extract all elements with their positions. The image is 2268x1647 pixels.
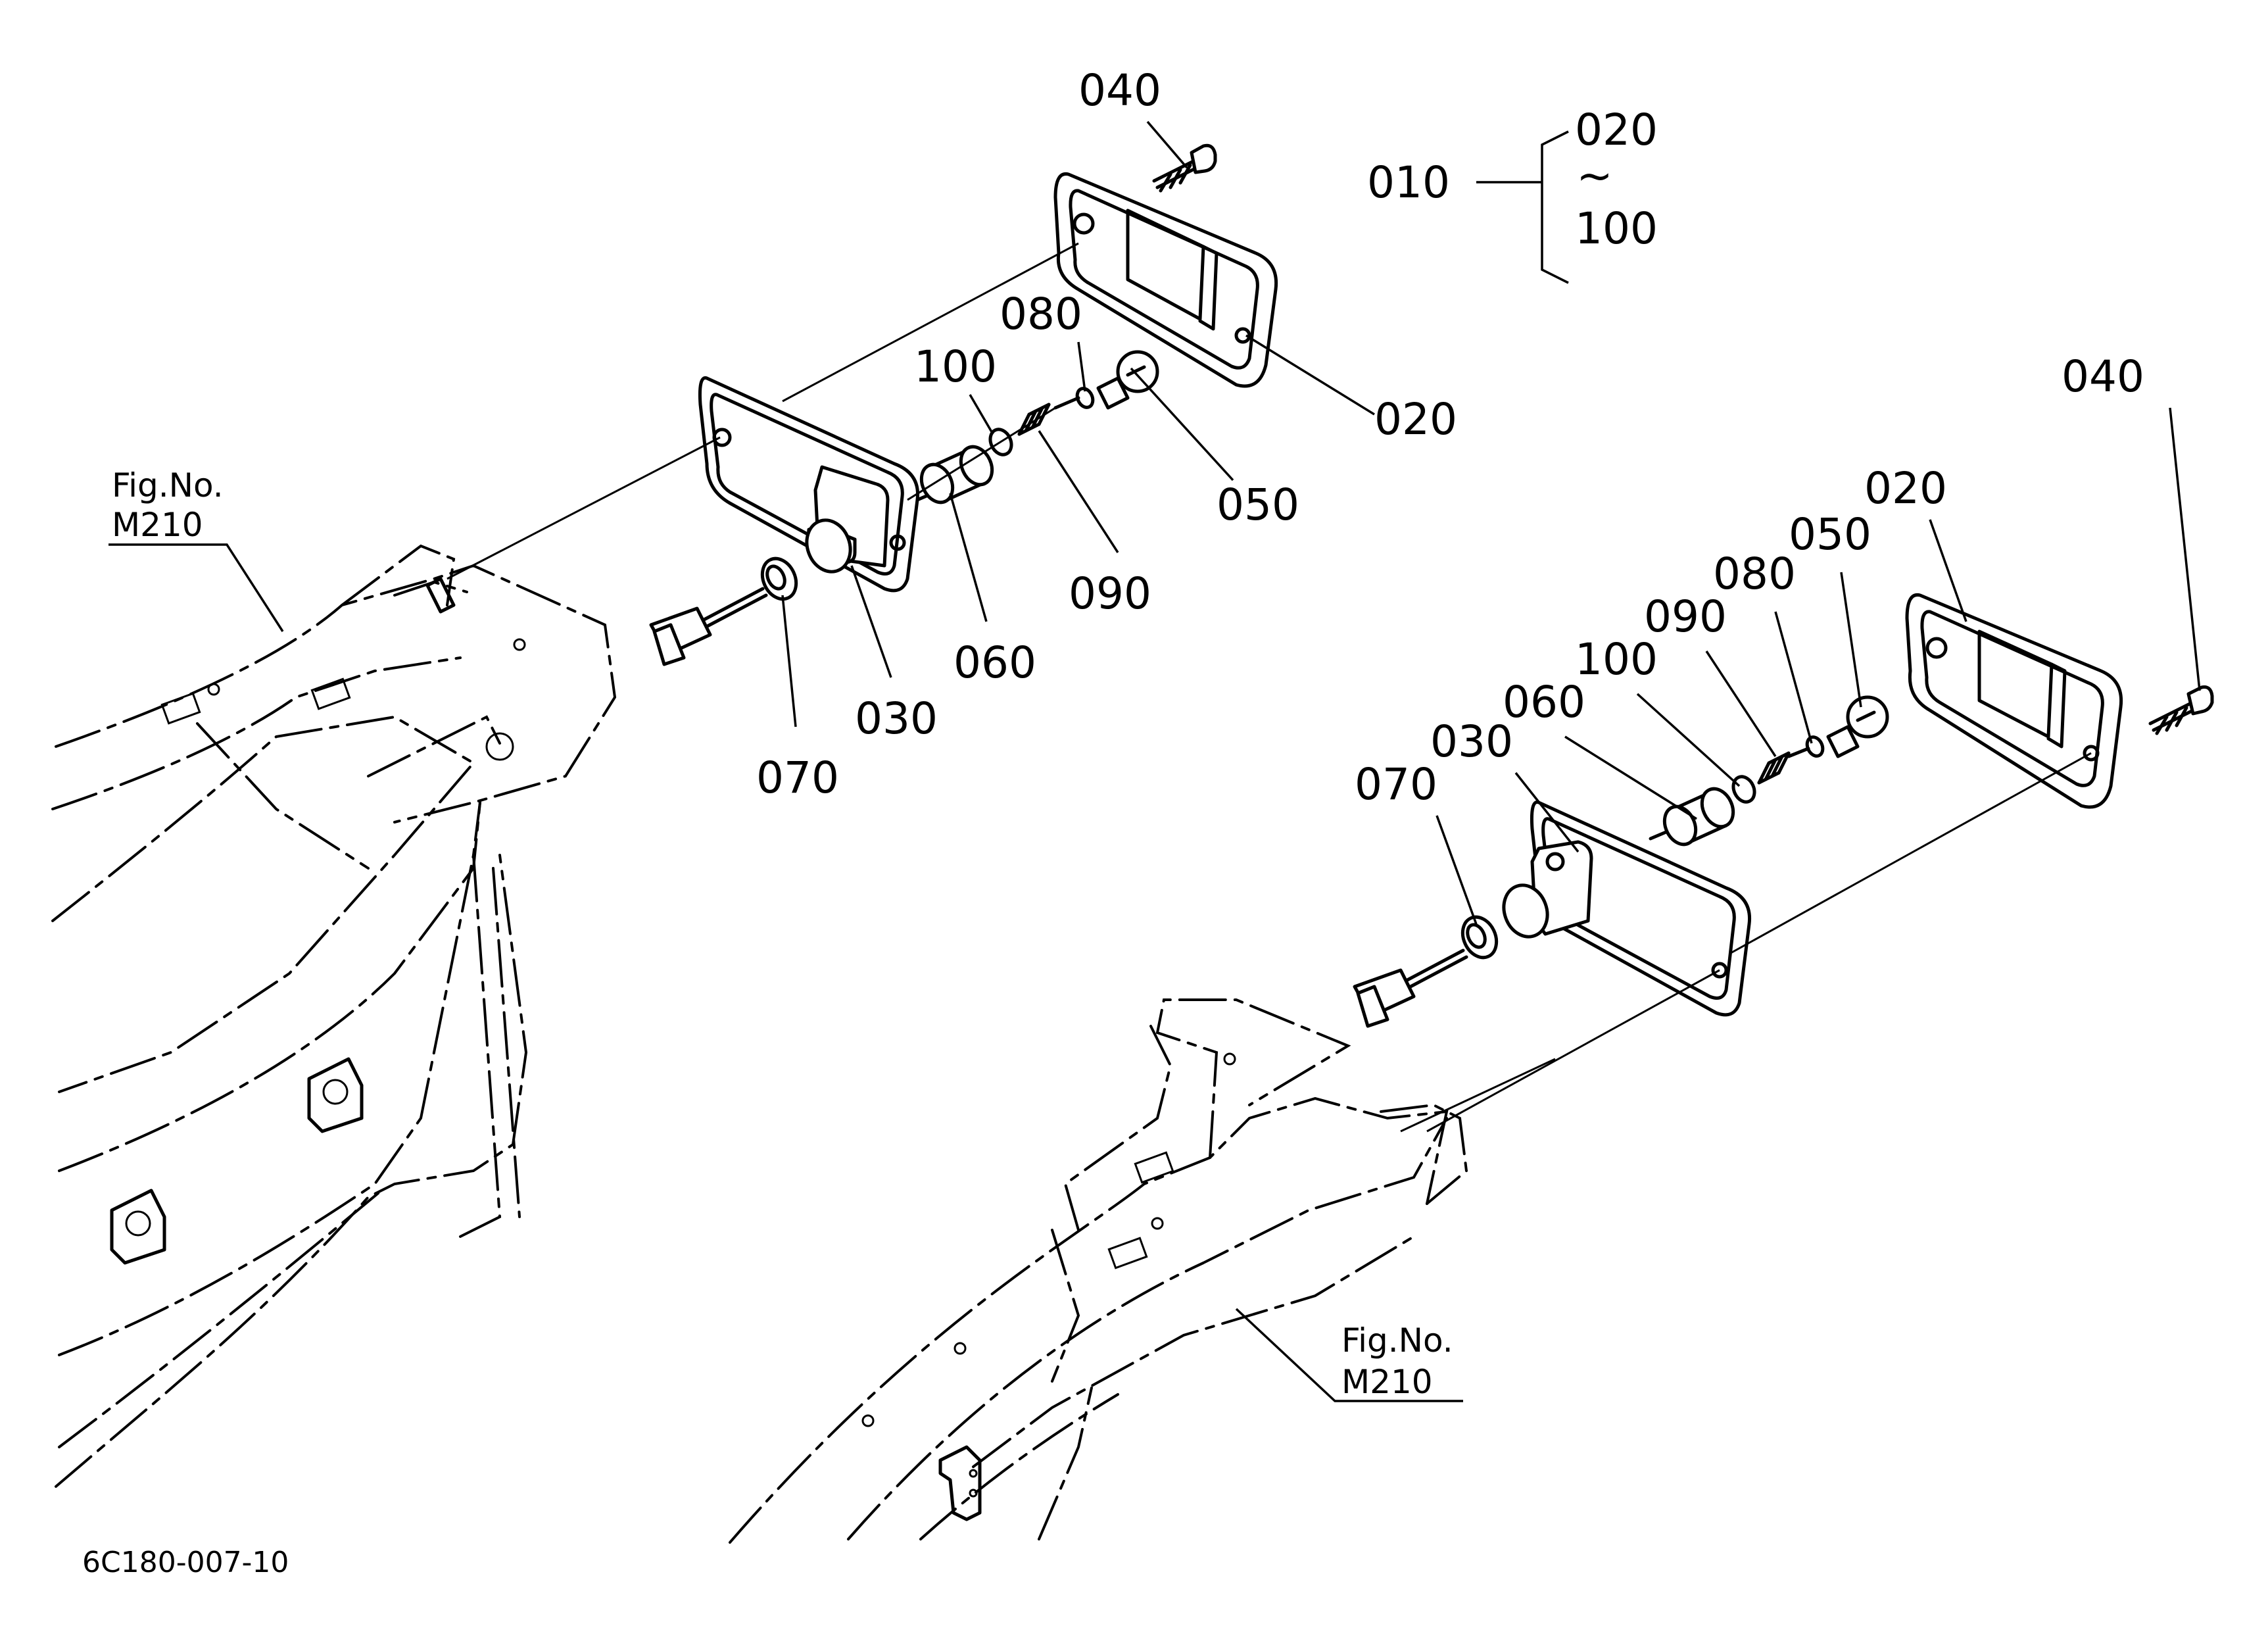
- label-left-060: 060: [953, 637, 1036, 688]
- part-labels: 010 020 ~ 100 040 020 050 080 100 090 06…: [756, 65, 2144, 810]
- label-010: 010: [1367, 157, 1450, 208]
- left-lens-cover: [1053, 172, 1278, 388]
- left-lamp-housing: [698, 376, 920, 593]
- label-left-020: 020: [1374, 394, 1457, 445]
- right-connector: [1353, 948, 1468, 1028]
- leader-lines: [109, 120, 2201, 1402]
- label-left-070: 070: [756, 752, 839, 803]
- label-right-040: 040: [2062, 351, 2144, 402]
- label-right-090: 090: [1644, 591, 1727, 642]
- right-grommet: [1460, 915, 1499, 960]
- label-right-030: 030: [1430, 716, 1513, 767]
- left-connector: [649, 587, 768, 666]
- right-lamp-assembly: [1353, 593, 2214, 1028]
- right-small-washer: [1805, 735, 1825, 758]
- alignment-lines: [446, 242, 2092, 1133]
- label-left-090: 090: [1069, 568, 1151, 619]
- label-right-060: 060: [1503, 677, 1585, 727]
- ref-right-fig: Fig.No.: [1341, 1321, 1453, 1360]
- right-frame: [729, 998, 1468, 1544]
- label-right-070: 070: [1355, 759, 1437, 810]
- right-wire: [1787, 747, 1810, 758]
- right-socket: [1649, 787, 1735, 847]
- right-washer: [1731, 775, 1756, 804]
- left-grommet: [760, 556, 798, 601]
- right-bulb: [1826, 695, 1889, 758]
- left-bulb: [1096, 350, 1159, 410]
- right-spring: [1757, 751, 1791, 785]
- ref-left-num: M210: [112, 506, 203, 544]
- right-lens-cover: [1905, 593, 2123, 809]
- right-screw: [2148, 685, 2214, 735]
- label-right-020: 020: [1864, 463, 1947, 514]
- left-spring: [1017, 403, 1051, 436]
- left-wire: [1053, 396, 1080, 410]
- label-bracket-100: 100: [1575, 203, 1658, 254]
- ref-left-fig: Fig.No.: [112, 466, 224, 504]
- label-left-050: 050: [1217, 479, 1299, 530]
- left-small-washer: [1075, 387, 1095, 409]
- left-fender-frame: [51, 544, 617, 1488]
- label-right-050: 050: [1789, 509, 1871, 560]
- drawing-code: 6C180-007-10: [82, 1546, 289, 1579]
- figure-references: Fig.No. M210 Fig.No. M210: [112, 466, 1453, 1401]
- left-lamp-assembly: [649, 143, 1278, 666]
- left-socket: [915, 445, 994, 504]
- left-screw: [1152, 143, 1217, 193]
- label-bracket-tilde: ~: [1576, 151, 1612, 201]
- label-left-080: 080: [1000, 289, 1082, 339]
- right-lamp-housing: [1502, 800, 1752, 1017]
- label-left-030: 030: [855, 693, 938, 744]
- label-left-040: 040: [1078, 65, 1161, 116]
- label-bracket-020: 020: [1575, 105, 1658, 155]
- label-right-080: 080: [1713, 549, 1796, 599]
- label-left-100: 100: [914, 341, 997, 392]
- label-right-100: 100: [1575, 634, 1658, 685]
- ref-right-num: M210: [1341, 1363, 1433, 1401]
